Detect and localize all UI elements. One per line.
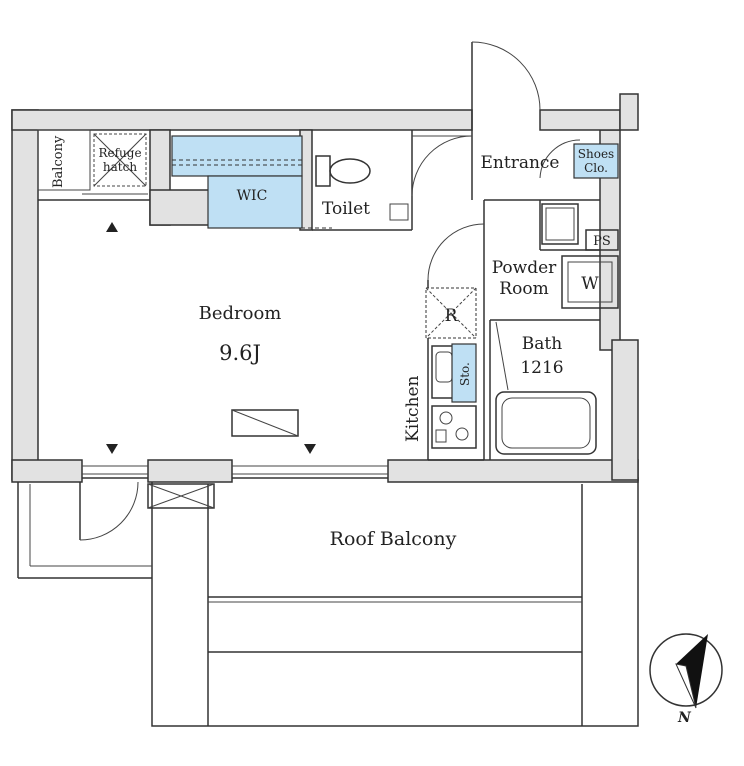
washer-icon [561,255,619,309]
powder-label-1: Powder [492,258,557,278]
shoes-closet-box [573,143,619,179]
wic-label: WIC [237,188,268,204]
fridge-label: R [445,306,459,326]
shoes-label-2: Clo. [584,161,608,175]
balcony-door-icon [79,481,215,541]
balcony-strip [37,129,147,191]
ps-box [585,229,619,251]
roof-balcony-label: Roof Balcony [330,528,457,550]
washer-label: W [581,274,599,294]
storage-label: Sto. [458,362,472,386]
bathtub-icon [495,321,597,455]
toilet-icon [315,155,409,221]
bath-label: Bath [522,334,562,354]
compass-icon [649,633,723,709]
north-label: N [677,710,692,726]
powder-door-icon [427,223,485,281]
balcony-label: Balcony [51,135,66,188]
wic-area [171,135,332,229]
aircon-icon [231,409,299,437]
exterior-walls [11,93,639,483]
entrance-label: Entrance [481,153,560,173]
stove-icon [431,405,477,449]
bedroom-size-label: 9.6J [219,341,261,365]
window-markers [82,193,388,475]
shoes-label-1: Shoes [578,147,614,161]
kitchen-label: Kitchen [403,376,423,442]
powder-label-2: Room [499,279,548,299]
bedroom-label: Bedroom [199,303,282,324]
ps-label: PS [593,234,611,249]
refuge-label-2: hatch [103,160,137,174]
bath-size-label: 1216 [520,358,563,378]
storage-box [451,343,477,403]
sink-icon [541,203,579,245]
toilet-label: Toilet [322,199,370,219]
refuge-label-1: Refuge [98,146,141,160]
entrance-door-icon [411,41,581,197]
roof-balcony-area [17,477,639,727]
